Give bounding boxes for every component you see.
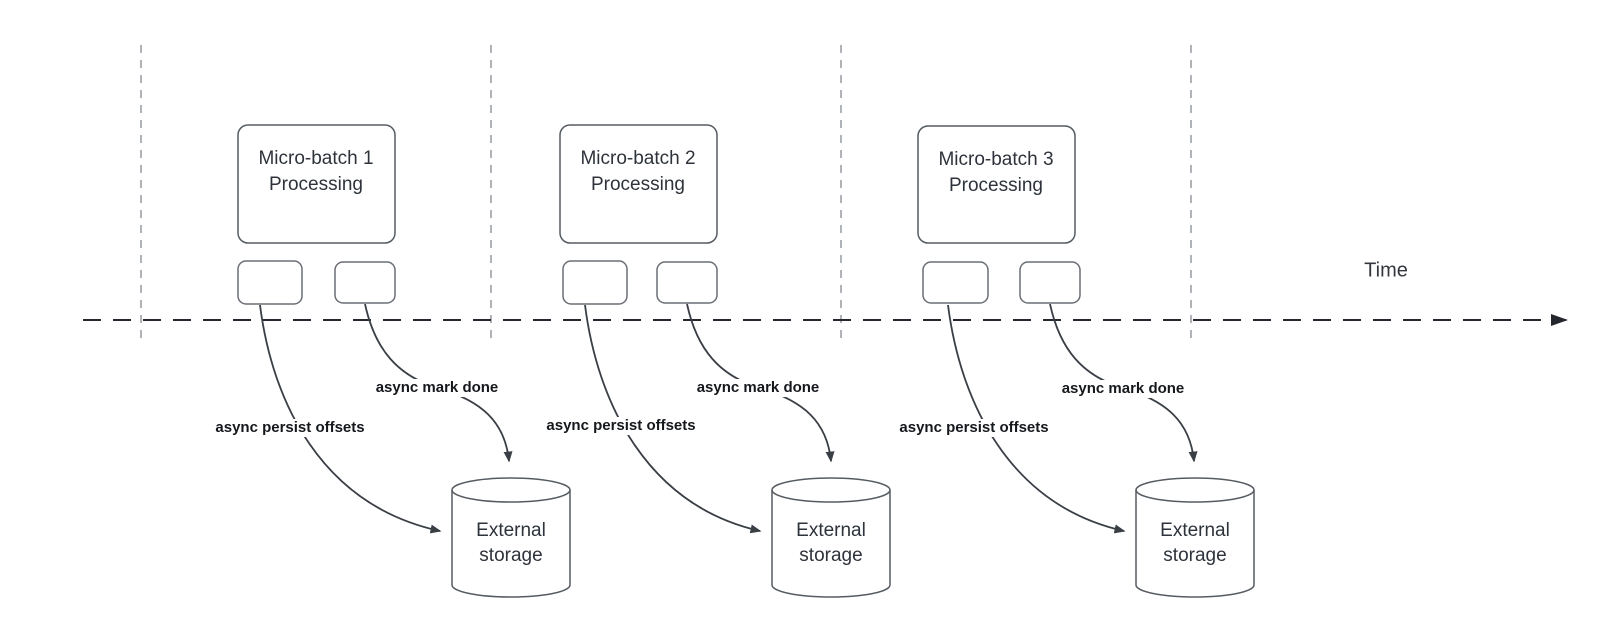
external-storage-label-1-line1: External	[476, 520, 546, 541]
micro-batch-1-box	[237, 124, 396, 244]
micro-batch-2-label: Micro-batch 2 Processing	[580, 146, 695, 198]
micro-batch-2-subtitle: Processing	[590, 174, 685, 195]
persist-offsets-arrow-2	[584, 304, 762, 534]
micro-batch-1-offset-box	[237, 260, 303, 305]
micro-batch-3-box	[917, 125, 1076, 244]
external-storage-label-1-line2: storage	[479, 545, 543, 566]
external-storage-cylinder-3	[1135, 477, 1255, 598]
external-storage-label-2: External storage	[796, 518, 866, 568]
external-storage-cylinder-2	[771, 477, 891, 598]
external-storage-cylinder-1	[451, 477, 571, 598]
persist-offsets-label-2: async persist offsets	[543, 417, 699, 435]
persist-offsets-label-1: async persist offsets	[212, 419, 368, 437]
micro-batch-2-title: Micro-batch 2	[580, 148, 696, 169]
external-storage-label-3-line2: storage	[1163, 545, 1227, 566]
persist-offsets-label-3: async persist offsets	[896, 419, 1052, 437]
mark-done-label-1: async mark done	[372, 379, 502, 397]
micro-batch-1-label: Micro-batch 1 Processing	[258, 146, 373, 198]
micro-batch-2-box	[559, 124, 718, 244]
external-storage-label-1: External storage	[476, 518, 546, 568]
external-storage-label-3: External storage	[1160, 518, 1230, 568]
micro-batch-2-done-box	[656, 261, 718, 304]
micro-batch-1-done-box	[334, 261, 396, 304]
persist-offsets-arrow-1	[259, 304, 442, 534]
external-storage-label-2-line1: External	[796, 520, 866, 541]
micro-batch-2-offset-box	[562, 260, 628, 305]
micro-batch-3-subtitle: Processing	[948, 175, 1043, 196]
external-storage-cylinder-1-rim	[451, 489, 571, 503]
external-storage-cylinder-2-rim	[771, 489, 891, 503]
micro-batch-3-label: Micro-batch 3 Processing	[938, 147, 1053, 199]
mark-done-label-2: async mark done	[693, 379, 823, 397]
micro-batch-1-subtitle: Processing	[268, 174, 363, 195]
micro-batch-3-title: Micro-batch 3	[938, 149, 1054, 170]
external-storage-cylinder-3-rim	[1135, 489, 1255, 503]
micro-batch-3-done-box	[1019, 261, 1081, 304]
micro-batch-1-title: Micro-batch 1	[258, 148, 374, 169]
time-axis-label: Time	[1364, 259, 1408, 282]
micro-batch-3-offset-box	[922, 261, 989, 304]
persist-offsets-arrow-3	[947, 304, 1126, 534]
external-storage-label-2-line2: storage	[799, 545, 863, 566]
mark-done-label-3: async mark done	[1058, 380, 1188, 398]
external-storage-label-3-line1: External	[1160, 520, 1230, 541]
